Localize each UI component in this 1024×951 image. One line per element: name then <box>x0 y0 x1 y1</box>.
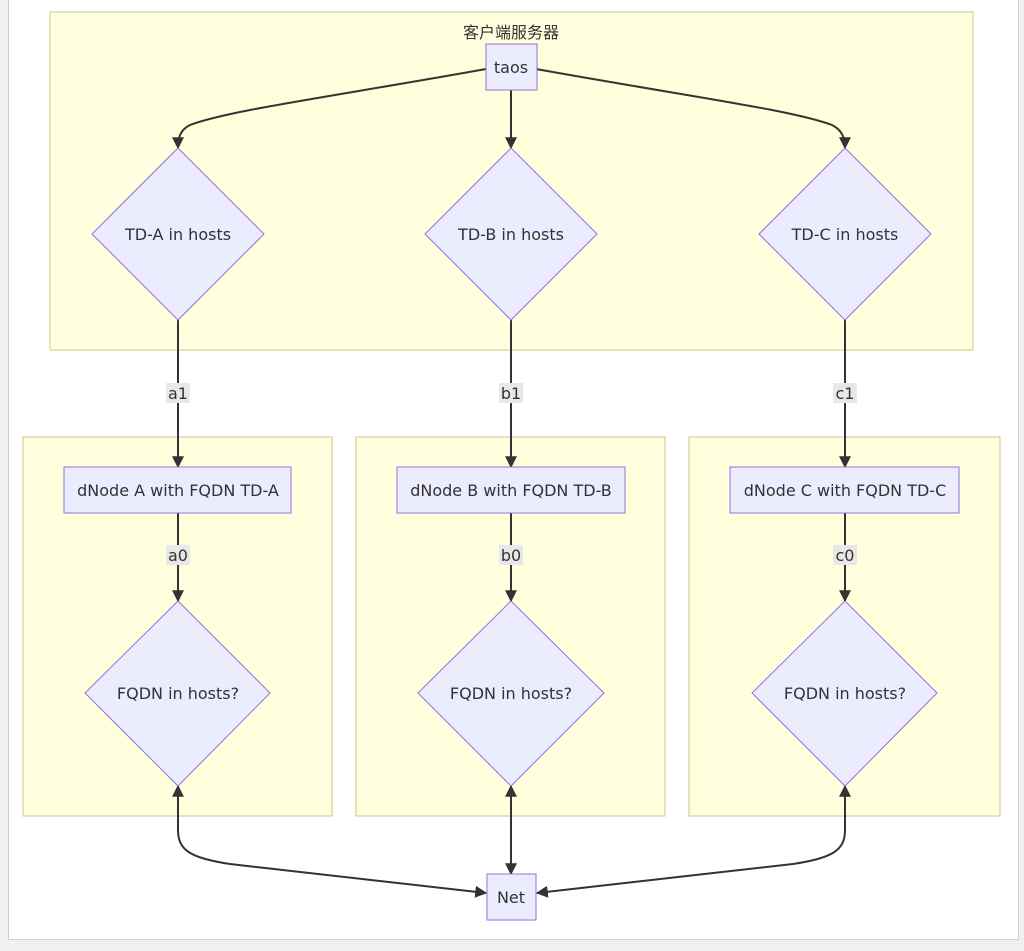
svg-text:c0: c0 <box>836 546 855 565</box>
node-fqdn-b[interactable]: FQDN in hosts? <box>417 600 605 787</box>
node-fqdn-a[interactable]: FQDN in hosts? <box>84 600 271 787</box>
node-dnode-c-label: dNode C with FQDN TD-C <box>744 481 947 500</box>
edge-label-a1: a1 <box>166 383 190 403</box>
edge-label-b1: b1 <box>499 383 523 403</box>
node-net[interactable]: Net <box>486 873 537 921</box>
node-dnode-a[interactable]: dNode A with FQDN TD-A <box>63 466 292 514</box>
node-fqdn-c[interactable]: FQDN in hosts? <box>751 600 938 787</box>
node-taos[interactable]: taos <box>485 43 538 91</box>
edge-fqdn-c-net <box>535 784 851 898</box>
node-fqdn-c-label: FQDN in hosts? <box>784 684 906 703</box>
node-td-b-label: TD-B in hosts <box>457 225 564 244</box>
edge-taos-td-a <box>172 68 487 150</box>
client-server-cluster-title: 客户端服务器 <box>463 23 559 42</box>
edge-label-a0: a0 <box>166 545 190 565</box>
node-dnode-a-label: dNode A with FQDN TD-A <box>77 481 279 500</box>
edge-label-c1: c1 <box>833 383 857 403</box>
svg-text:a0: a0 <box>168 546 188 565</box>
edge-fqdn-a-net <box>172 784 488 898</box>
node-fqdn-a-label: FQDN in hosts? <box>117 684 239 703</box>
node-td-a[interactable]: TD-A in hosts <box>91 147 265 321</box>
node-td-c[interactable]: TD-C in hosts <box>758 147 932 321</box>
svg-text:b0: b0 <box>501 546 521 565</box>
svg-text:c1: c1 <box>836 384 855 403</box>
edge-label-c0: c0 <box>833 545 857 565</box>
svg-text:a1: a1 <box>168 384 188 403</box>
node-td-a-label: TD-A in hosts <box>124 225 231 244</box>
edge-label-b0: b0 <box>499 545 523 565</box>
node-taos-label: taos <box>494 58 528 77</box>
node-dnode-b-label: dNode B with FQDN TD-B <box>410 481 612 500</box>
svg-text:b1: b1 <box>501 384 521 403</box>
node-fqdn-b-label: FQDN in hosts? <box>450 684 572 703</box>
node-dnode-b[interactable]: dNode B with FQDN TD-B <box>396 466 626 514</box>
node-net-label: Net <box>497 888 525 907</box>
edge-taos-td-c <box>535 68 851 150</box>
node-td-b[interactable]: TD-B in hosts <box>424 147 598 321</box>
node-td-c-label: TD-C in hosts <box>791 225 899 244</box>
node-dnode-c[interactable]: dNode C with FQDN TD-C <box>729 466 960 514</box>
